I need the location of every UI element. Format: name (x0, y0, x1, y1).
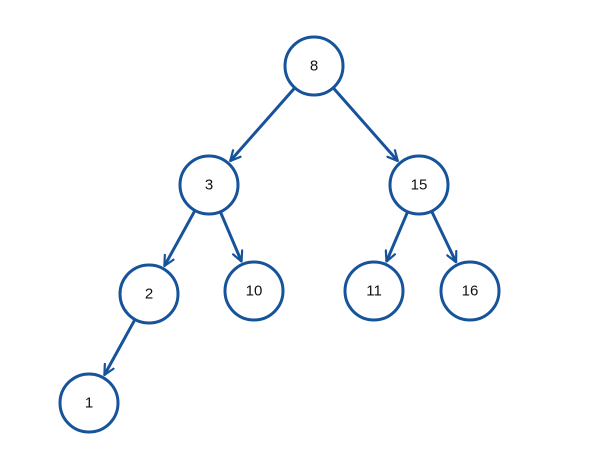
node-1: 1 (58, 372, 120, 434)
node-2-circle (118, 263, 180, 325)
edge-15-to-11 (387, 212, 409, 262)
edges-layer (103, 87, 458, 376)
node-1-circle (58, 372, 120, 434)
node-15: 15 (388, 154, 450, 216)
node-11-label: 11 (366, 283, 382, 300)
edge-3-to-2 (163, 210, 196, 266)
node-8: 8 (283, 35, 345, 97)
node-1-label: 1 (85, 395, 93, 412)
node-11: 11 (343, 260, 405, 322)
node-2-label: 2 (145, 286, 153, 303)
node-3: 3 (178, 154, 240, 216)
node-3-label: 3 (205, 177, 213, 194)
node-16: 16 (439, 260, 501, 322)
nodes-layer: 8 3 15 2 10 11 16 1 (58, 35, 501, 434)
node-10: 10 (223, 260, 285, 322)
node-8-circle (283, 35, 345, 97)
edge-2-to-1 (103, 319, 136, 375)
node-2: 2 (118, 263, 180, 325)
edge-8-to-3 (229, 87, 296, 162)
node-15-label: 15 (411, 177, 428, 194)
node-10-label: 10 (246, 283, 263, 300)
node-11-circle (343, 260, 405, 322)
node-15-circle (388, 154, 450, 216)
node-8-label: 8 (310, 58, 318, 75)
node-3-circle (178, 154, 240, 216)
node-10-circle (223, 260, 285, 322)
edge-15-to-16 (430, 211, 458, 262)
edge-3-to-10 (219, 212, 242, 262)
edge-8-to-15 (332, 87, 399, 162)
node-16-circle (439, 260, 501, 322)
node-16-label: 16 (462, 283, 479, 300)
